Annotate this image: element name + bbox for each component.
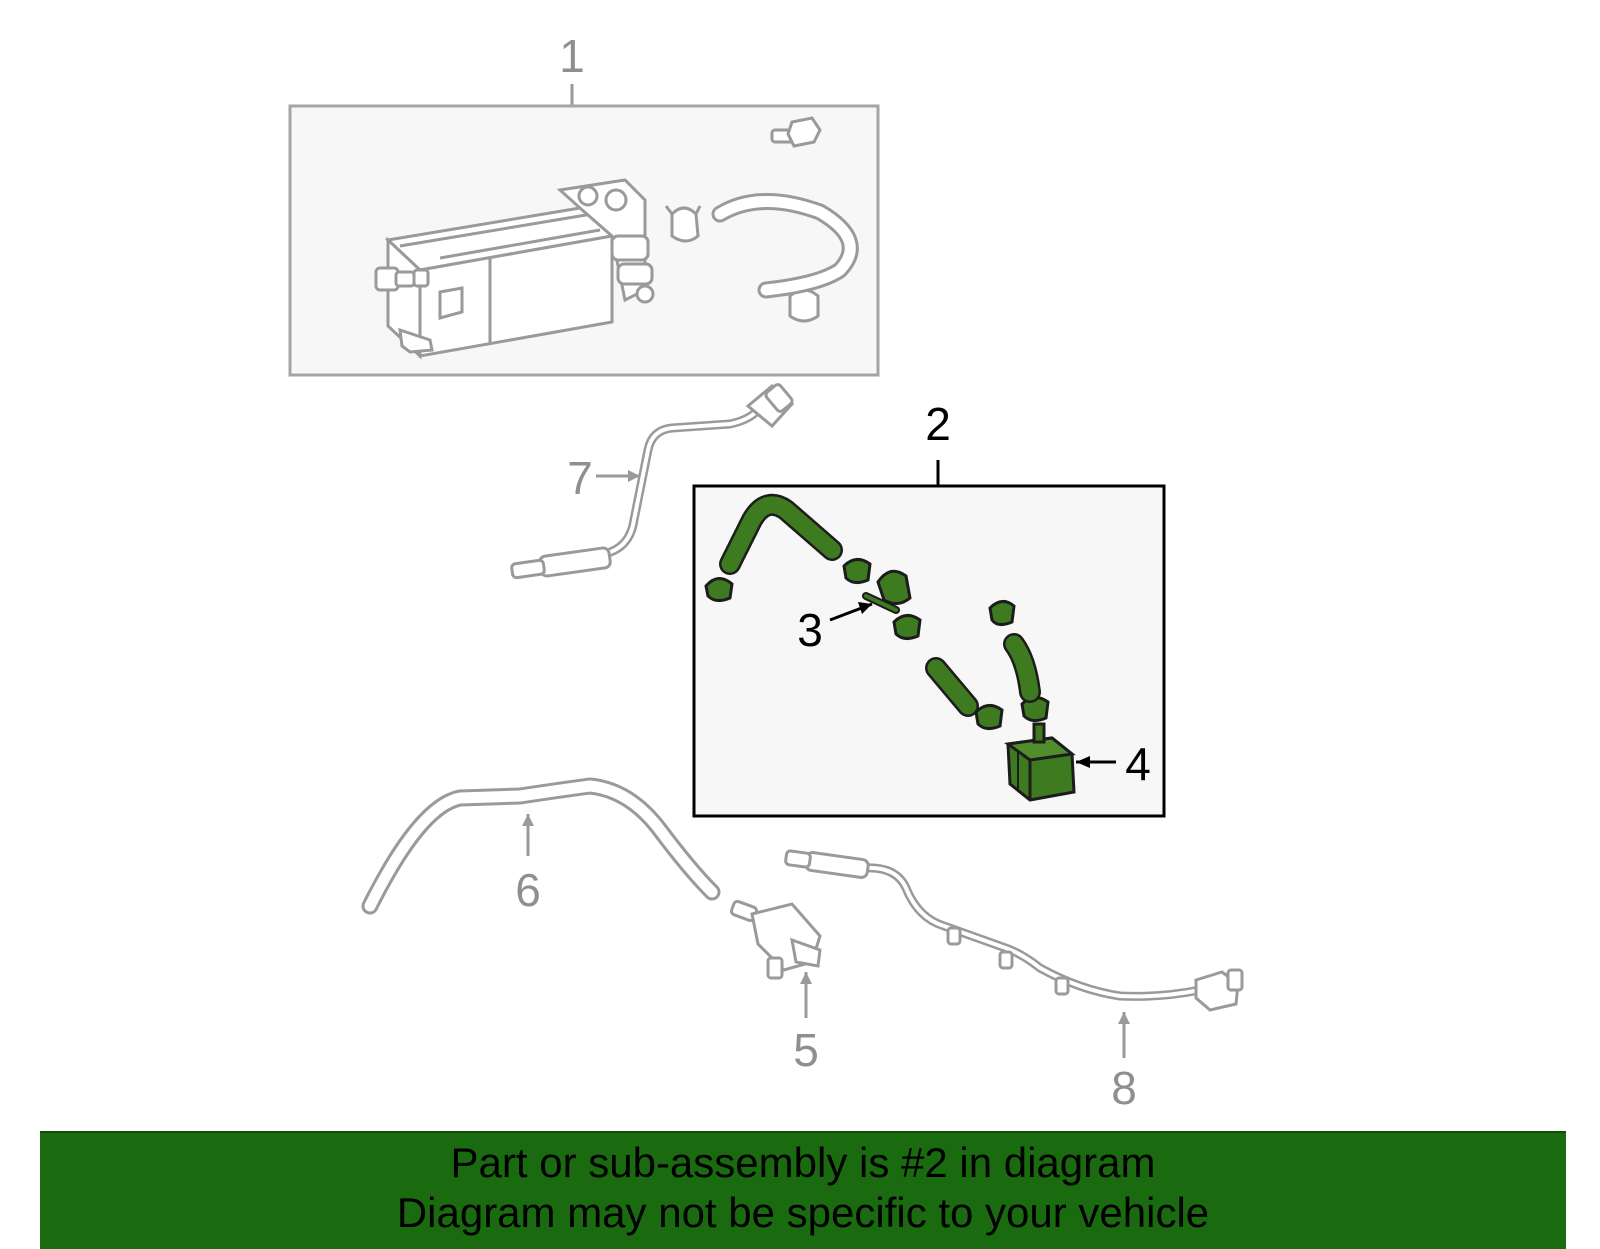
callout-5-arrowhead <box>800 972 812 984</box>
banner-line-part-number: Part or sub-assembly is #2 in diagram <box>450 1139 1156 1186</box>
oxygen-sensor-7-drawing <box>510 383 795 580</box>
notice-banner: Part or sub-assembly is #2 in diagram Di… <box>40 1131 1566 1249</box>
bolt-drawing <box>770 116 822 148</box>
callout-6-label: 6 <box>515 864 541 916</box>
green-clamp-1 <box>704 577 734 603</box>
callout-7-label: 7 <box>567 452 593 504</box>
callout-5-label: 5 <box>793 1024 819 1076</box>
callout-8-arrowhead <box>1118 1012 1130 1024</box>
green-hose-right <box>1003 633 1041 703</box>
callout-1-label: 1 <box>559 30 585 82</box>
callout-2-label: 2 <box>925 398 951 450</box>
green-clamp-4 <box>988 600 1016 627</box>
banner-line-disclaimer: Diagram may not be specific to your vehi… <box>396 1189 1210 1236</box>
sensor-5-drawing <box>729 899 822 980</box>
callout-8-label: 8 <box>1111 1062 1137 1114</box>
green-fitting-3 <box>862 569 912 614</box>
hose-clamp-drawing-upper <box>664 205 702 243</box>
charcoal-canister-drawing <box>374 178 655 360</box>
oxygen-sensor-8-drawing <box>784 849 1244 1012</box>
callout-7-arrowhead <box>628 470 640 482</box>
green-clamp-5 <box>974 704 1004 731</box>
green-clamp-2 <box>842 558 872 585</box>
green-clamp-3 <box>892 614 922 641</box>
green-hose-middle <box>925 657 979 717</box>
hose-6-drawing <box>361 777 721 915</box>
callout-4-label: 4 <box>1125 738 1151 790</box>
callout-4-arrowhead <box>1076 756 1090 768</box>
oxygen-sensor-7-group[interactable]: 7 <box>510 383 795 580</box>
assembly-1-group[interactable]: 1 <box>288 30 880 377</box>
sensor-5-group[interactable]: 5 <box>729 899 822 1076</box>
green-valve-4 <box>1004 722 1076 802</box>
hose-6-group[interactable]: 6 <box>361 777 721 916</box>
assembly-2-group[interactable]: 2 <box>692 398 1166 818</box>
hose-clamp-drawing-lower <box>788 288 820 323</box>
green-hose-upper <box>719 493 843 575</box>
assembly-2-box <box>692 484 1166 818</box>
oxygen-sensor-8-group[interactable]: 8 <box>784 849 1244 1114</box>
callout-6-arrowhead <box>522 814 534 826</box>
vent-hose-drawing <box>711 193 859 299</box>
callout-3-label: 3 <box>797 604 823 656</box>
callout-3-arrowhead <box>858 602 872 614</box>
